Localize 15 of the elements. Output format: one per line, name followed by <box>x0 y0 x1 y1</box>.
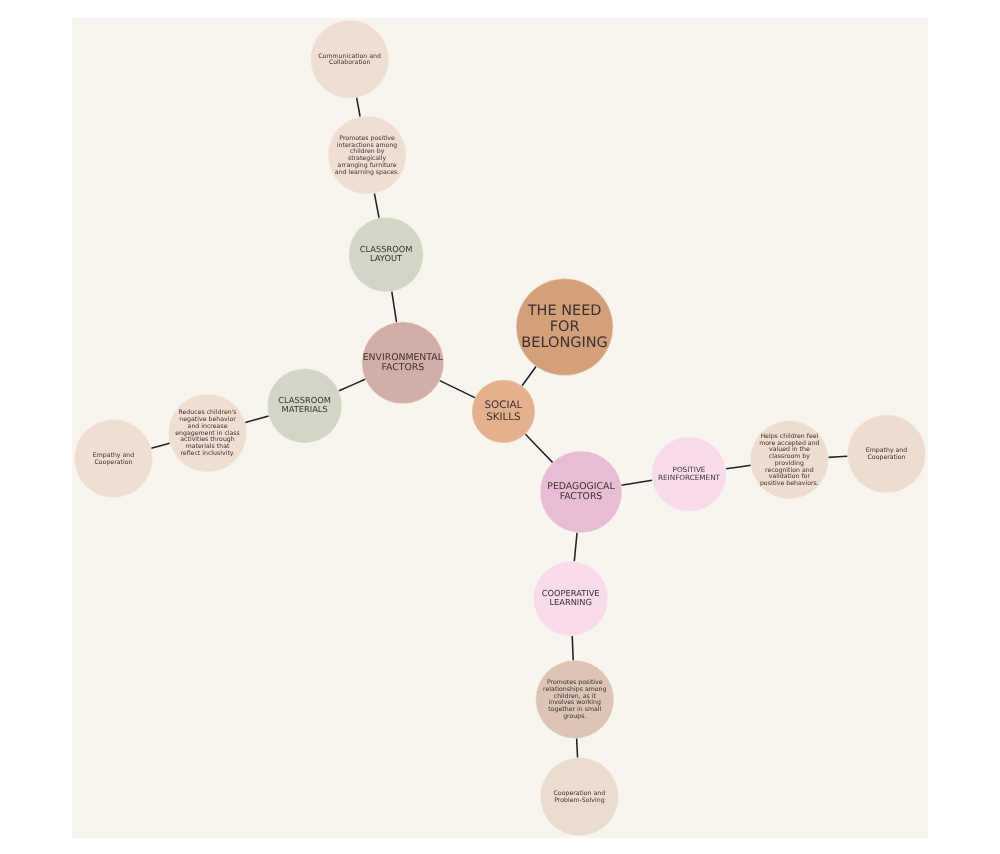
connector <box>725 463 752 469</box>
connector <box>338 377 366 391</box>
connector <box>521 364 537 386</box>
connector <box>150 441 171 449</box>
connector <box>391 289 398 322</box>
connector <box>373 191 380 218</box>
connector <box>620 478 653 486</box>
connector <box>524 432 554 463</box>
connector <box>355 96 361 117</box>
connector <box>575 736 579 758</box>
connector <box>573 531 578 562</box>
connector <box>438 378 476 398</box>
connector <box>244 414 270 423</box>
connector <box>827 454 849 458</box>
connector <box>571 634 574 660</box>
